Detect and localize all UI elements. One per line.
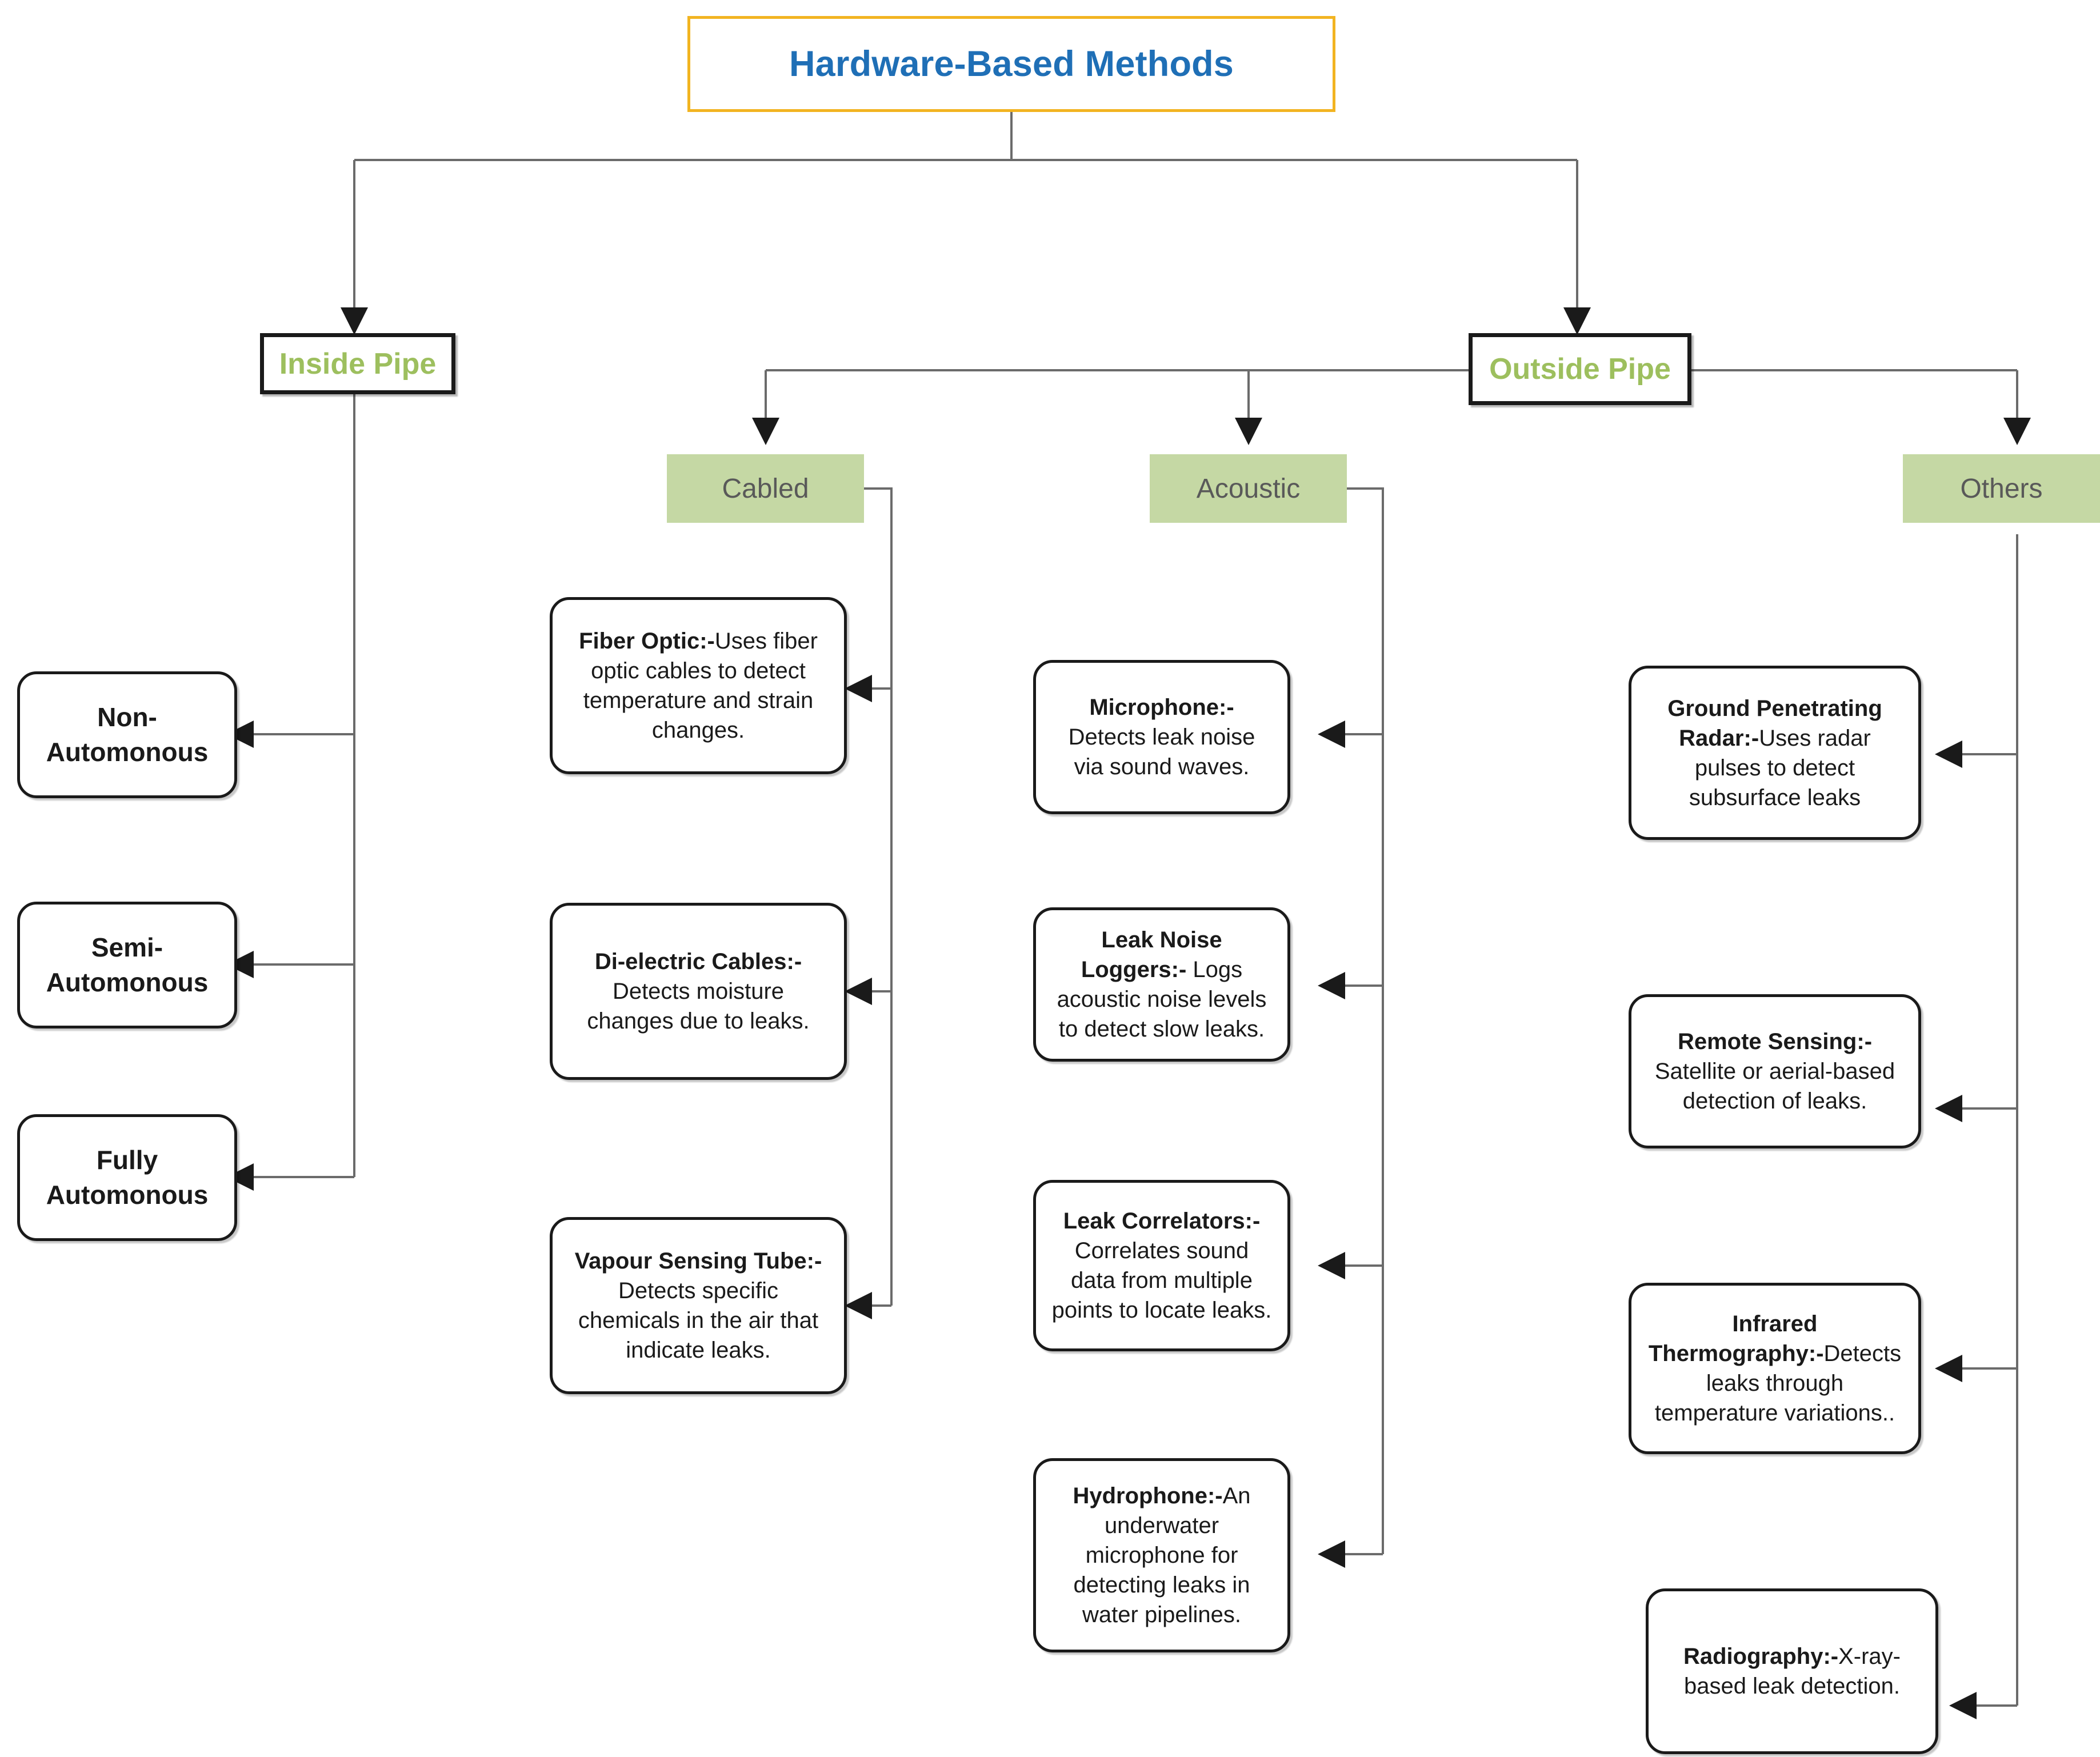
leaf-desc: Correlates sound data from multiple poin… (1051, 1238, 1272, 1323)
category-node-cabled[interactable]: Cabled (667, 454, 864, 523)
leaf-term: Leak Noise Loggers:- (1081, 927, 1222, 982)
branch-node-outside-pipe[interactable]: Outside Pipe (1469, 333, 1691, 405)
leaf-node-infrared-thermography-text: Infrared Thermography:-Detects leaks thr… (1646, 1309, 1903, 1428)
leaf-term: Infrared Thermography:- (1648, 1311, 1824, 1366)
leaf-node-radiography[interactable]: Radiography:-X-ray-based leak detection. (1646, 1588, 1938, 1754)
leaf-node-ground-penetrating-radar[interactable]: Ground Penetrating Radar:-Uses radar pul… (1629, 666, 1921, 840)
leaf-term: Fiber Optic:- (579, 629, 715, 654)
leaf-line-1: Non- (97, 702, 157, 733)
leaf-node-semi-automonous-text: Semi- Automonous (35, 930, 219, 999)
leaf-desc: Uses fiber optic cables to detect temper… (583, 629, 818, 743)
leaf-node-vapour-sensing-tube-text: Vapour Sensing Tube:- Detects specific c… (567, 1246, 829, 1365)
leaf-term: Di-electric Cables:- (594, 949, 802, 974)
leaf-line-1: Fully (96, 1145, 158, 1175)
leaf-node-fully-automonous-text: Fully Automonous (35, 1143, 219, 1212)
leaf-node-leak-correlators[interactable]: Leak Correlators:- Correlates sound data… (1033, 1180, 1290, 1351)
leaf-desc: Detects leaks through temperature variat… (1654, 1341, 1902, 1426)
category-node-others-label: Others (1960, 473, 2043, 504)
wire-acoustic-trunk (1347, 487, 1384, 1554)
leaf-desc: Detects leak noise via sound waves. (1068, 725, 1255, 779)
leaf-desc: Detects moisture changes due to leaks. (587, 979, 810, 1034)
leaf-line-2: Automonous (46, 737, 209, 767)
leaf-node-leak-noise-loggers-text: Leak Noise Loggers:- Logs acoustic noise… (1051, 925, 1273, 1044)
leaf-desc: An underwater microphone for detecting l… (1073, 1483, 1251, 1627)
leaf-node-remote-sensing[interactable]: Remote Sensing:- Satellite or aerial-bas… (1629, 994, 1921, 1148)
leaf-node-fiber-optic-text: Fiber Optic:-Uses fiber optic cables to … (567, 626, 829, 745)
leaf-term: Ground Penetrating Radar:- (1667, 695, 1882, 751)
leaf-node-hydrophone[interactable]: Hydrophone:-An underwater microphone for… (1033, 1458, 1290, 1652)
leaf-term: Microphone:- (1089, 695, 1234, 720)
leaf-term: Vapour Sensing Tube:- (574, 1248, 822, 1274)
leaf-node-ground-penetrating-radar-text: Ground Penetrating Radar:-Uses radar pul… (1646, 694, 1903, 813)
leaf-node-dielectric-cables-text: Di-electric Cables:- Detects moisture ch… (567, 947, 829, 1036)
leaf-node-leak-noise-loggers[interactable]: Leak Noise Loggers:- Logs acoustic noise… (1033, 907, 1290, 1062)
leaf-node-semi-automonous[interactable]: Semi- Automonous (17, 902, 237, 1028)
leaf-line-2: Automonous (46, 1180, 209, 1210)
leaf-node-microphone-text: Microphone:- Detects leak noise via sound… (1051, 693, 1273, 782)
branch-node-inside-pipe-label: Inside Pipe (279, 347, 437, 381)
category-node-others[interactable]: Others (1903, 454, 2100, 523)
leaf-line-1: Semi- (91, 932, 163, 963)
leaf-desc: X-ray-based leak detection. (1683, 1644, 1901, 1699)
leaf-term: Hydrophone:- (1073, 1483, 1223, 1508)
leaf-line-2: Automonous (46, 967, 209, 997)
branch-node-outside-pipe-label: Outside Pipe (1489, 353, 1671, 386)
leaf-node-non-automonous-text: Non- Automonous (35, 700, 219, 769)
leaf-desc: Uses radar pulses to detect subsurface l… (1689, 725, 1871, 810)
leaf-desc: Satellite or aerial-based detection of l… (1654, 1059, 1895, 1114)
leaf-node-microphone[interactable]: Microphone:- Detects leak noise via sound… (1033, 660, 1290, 814)
leaf-node-vapour-sensing-tube[interactable]: Vapour Sensing Tube:- Detects specific c… (550, 1217, 847, 1394)
leaf-node-hydrophone-text: Hydrophone:-An underwater microphone for… (1051, 1481, 1273, 1630)
wire-cabled-trunk (864, 487, 893, 1306)
category-node-acoustic-label: Acoustic (1196, 473, 1301, 504)
category-node-acoustic[interactable]: Acoustic (1150, 454, 1347, 523)
branch-node-inside-pipe[interactable]: Inside Pipe (260, 333, 455, 394)
category-node-cabled-label: Cabled (722, 473, 809, 504)
root-node-label: Hardware-Based Methods (789, 44, 1234, 84)
leaf-term: Leak Correlators:- (1063, 1208, 1261, 1234)
leaf-node-infrared-thermography[interactable]: Infrared Thermography:-Detects leaks thr… (1629, 1283, 1921, 1454)
leaf-node-leak-correlators-text: Leak Correlators:- Correlates sound data… (1051, 1206, 1273, 1325)
root-node-hardware-based-methods[interactable]: Hardware-Based Methods (687, 16, 1335, 112)
leaf-node-dielectric-cables[interactable]: Di-electric Cables:- Detects moisture ch… (550, 903, 847, 1080)
leaf-node-remote-sensing-text: Remote Sensing:- Satellite or aerial-bas… (1646, 1027, 1903, 1116)
leaf-term: Remote Sensing:- (1677, 1029, 1873, 1054)
leaf-desc: Logs acoustic noise levels to detect slo… (1057, 957, 1267, 1042)
leaf-node-fully-automonous[interactable]: Fully Automonous (17, 1114, 237, 1241)
leaf-node-radiography-text: Radiography:-X-ray-based leak detection. (1663, 1642, 1921, 1701)
leaf-node-fiber-optic[interactable]: Fiber Optic:-Uses fiber optic cables to … (550, 597, 847, 774)
leaf-desc: Detects specific chemicals in the air th… (578, 1278, 819, 1363)
leaf-node-non-automonous[interactable]: Non- Automonous (17, 671, 237, 798)
leaf-term: Radiography:- (1683, 1644, 1839, 1669)
